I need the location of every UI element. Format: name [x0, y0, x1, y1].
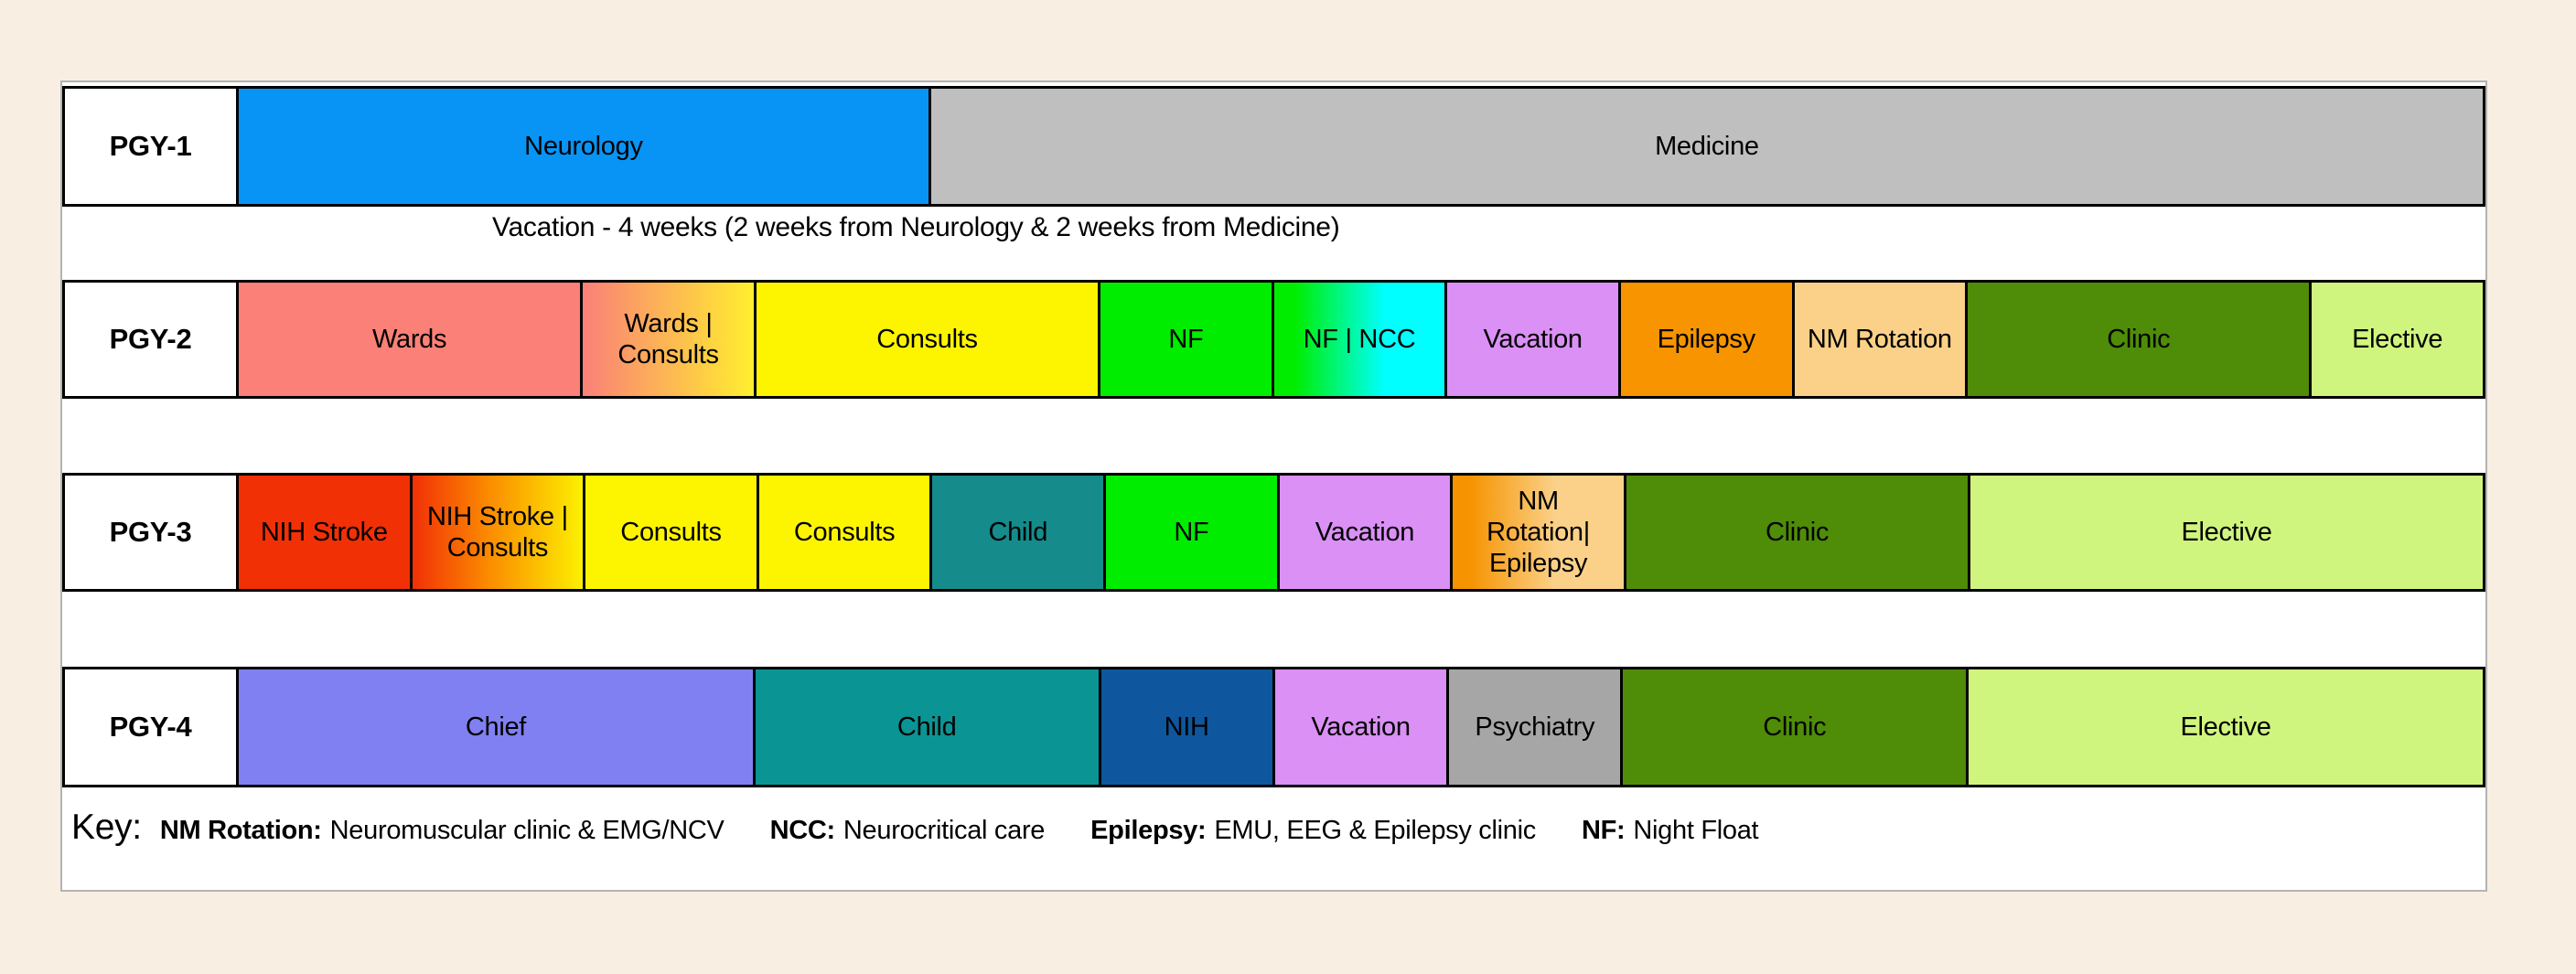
vacation-note: Vacation - 4 weeks (2 weeks from Neurolo…	[492, 212, 1340, 242]
legend-entries: NM Rotation:Neuromuscular clinic & EMG/N…	[160, 816, 1804, 846]
rotation-cell: NF	[1103, 476, 1277, 589]
rotation-cell: NIH Stroke | Consults	[409, 476, 584, 589]
rotation-cell: Epilepsy	[1617, 283, 1792, 396]
rotation-cell: Consults	[583, 476, 757, 589]
legend-entry: Epilepsy:EMU, EEG & Epilepsy clinic	[1090, 816, 1536, 845]
rotation-cell: Clinic	[1623, 476, 1969, 589]
rotation-cell: Neurology	[236, 89, 928, 204]
legend-definition: Neuromuscular clinic & EMG/NCV	[329, 816, 724, 845]
legend-definition: Neurocritical care	[843, 816, 1046, 845]
row-label: PGY-2	[65, 283, 236, 396]
legend-definition: EMU, EEG & Epilepsy clinic	[1214, 816, 1536, 845]
rotation-cell: Psychiatry	[1446, 669, 1621, 785]
rotation-cell: Vacation	[1276, 476, 1451, 589]
rotation-cell: Chief	[236, 669, 753, 785]
rotation-cell: Child	[929, 476, 1104, 589]
legend-term: NF:	[1581, 816, 1626, 845]
legend: Key: NM Rotation:Neuromuscular clinic & …	[71, 808, 1804, 848]
rotation-cell: NM Rotation| Epilepsy	[1450, 476, 1624, 589]
legend-term: NCC:	[769, 816, 836, 845]
rotation-cell: Consults	[753, 283, 1099, 396]
legend-term: NM Rotation:	[159, 816, 322, 845]
rotation-cell: Consults	[756, 476, 930, 589]
rotation-cell: Clinic	[1620, 669, 1967, 785]
legend-entry: NM Rotation:Neuromuscular clinic & EMG/N…	[160, 816, 724, 845]
rotation-cell: Child	[752, 669, 1099, 785]
rotation-cell: NF	[1098, 283, 1272, 396]
rotation-cell: NIH Stroke	[236, 476, 410, 589]
rotation-cell: Elective	[1966, 669, 2483, 785]
rotation-cell: Medicine	[928, 89, 2483, 204]
legend-definition: Night Float	[1633, 816, 1759, 845]
legend-entry: NF:Night Float	[1581, 816, 1759, 845]
row-label: PGY-4	[65, 669, 236, 785]
rotation-cell: Wards	[236, 283, 581, 396]
row-label: PGY-1	[65, 89, 236, 204]
rotation-cell: Vacation	[1272, 669, 1447, 785]
legend-term: Epilepsy:	[1090, 816, 1207, 845]
legend-entry: NCC:Neurocritical care	[770, 816, 1046, 845]
rotation-cell: NM Rotation	[1791, 283, 1966, 396]
rotation-cell: Elective	[2309, 283, 2483, 396]
rotation-cell: NF | NCC	[1271, 283, 1445, 396]
row-label: PGY-3	[65, 476, 236, 589]
rotation-cell: Elective	[1968, 476, 2483, 589]
rotation-cell: Clinic	[1965, 283, 2310, 396]
rotation-cell: Wards | Consults	[580, 283, 754, 396]
legend-title: Key:	[71, 808, 142, 847]
rotation-cell: Vacation	[1444, 283, 1618, 396]
rotation-cell: NIH	[1098, 669, 1272, 785]
